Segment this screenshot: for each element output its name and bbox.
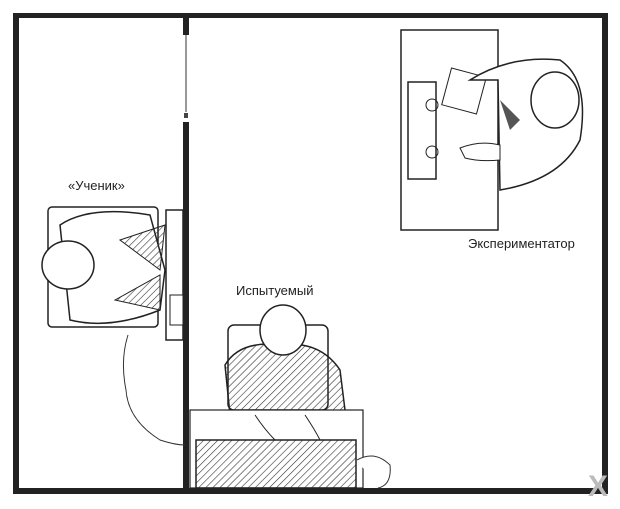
- learner-area: [41, 206, 186, 446]
- subject-area: [189, 304, 391, 489]
- experimenter-desk: [400, 29, 499, 231]
- walls: [13, 13, 608, 494]
- subject-label: Испытуемый: [236, 283, 314, 298]
- watermark-logo: X: [588, 470, 609, 503]
- experimenter-figure: [459, 58, 584, 191]
- learner-label: «Ученик»: [68, 178, 125, 193]
- experimenter-label: Экспериментатор: [468, 236, 575, 251]
